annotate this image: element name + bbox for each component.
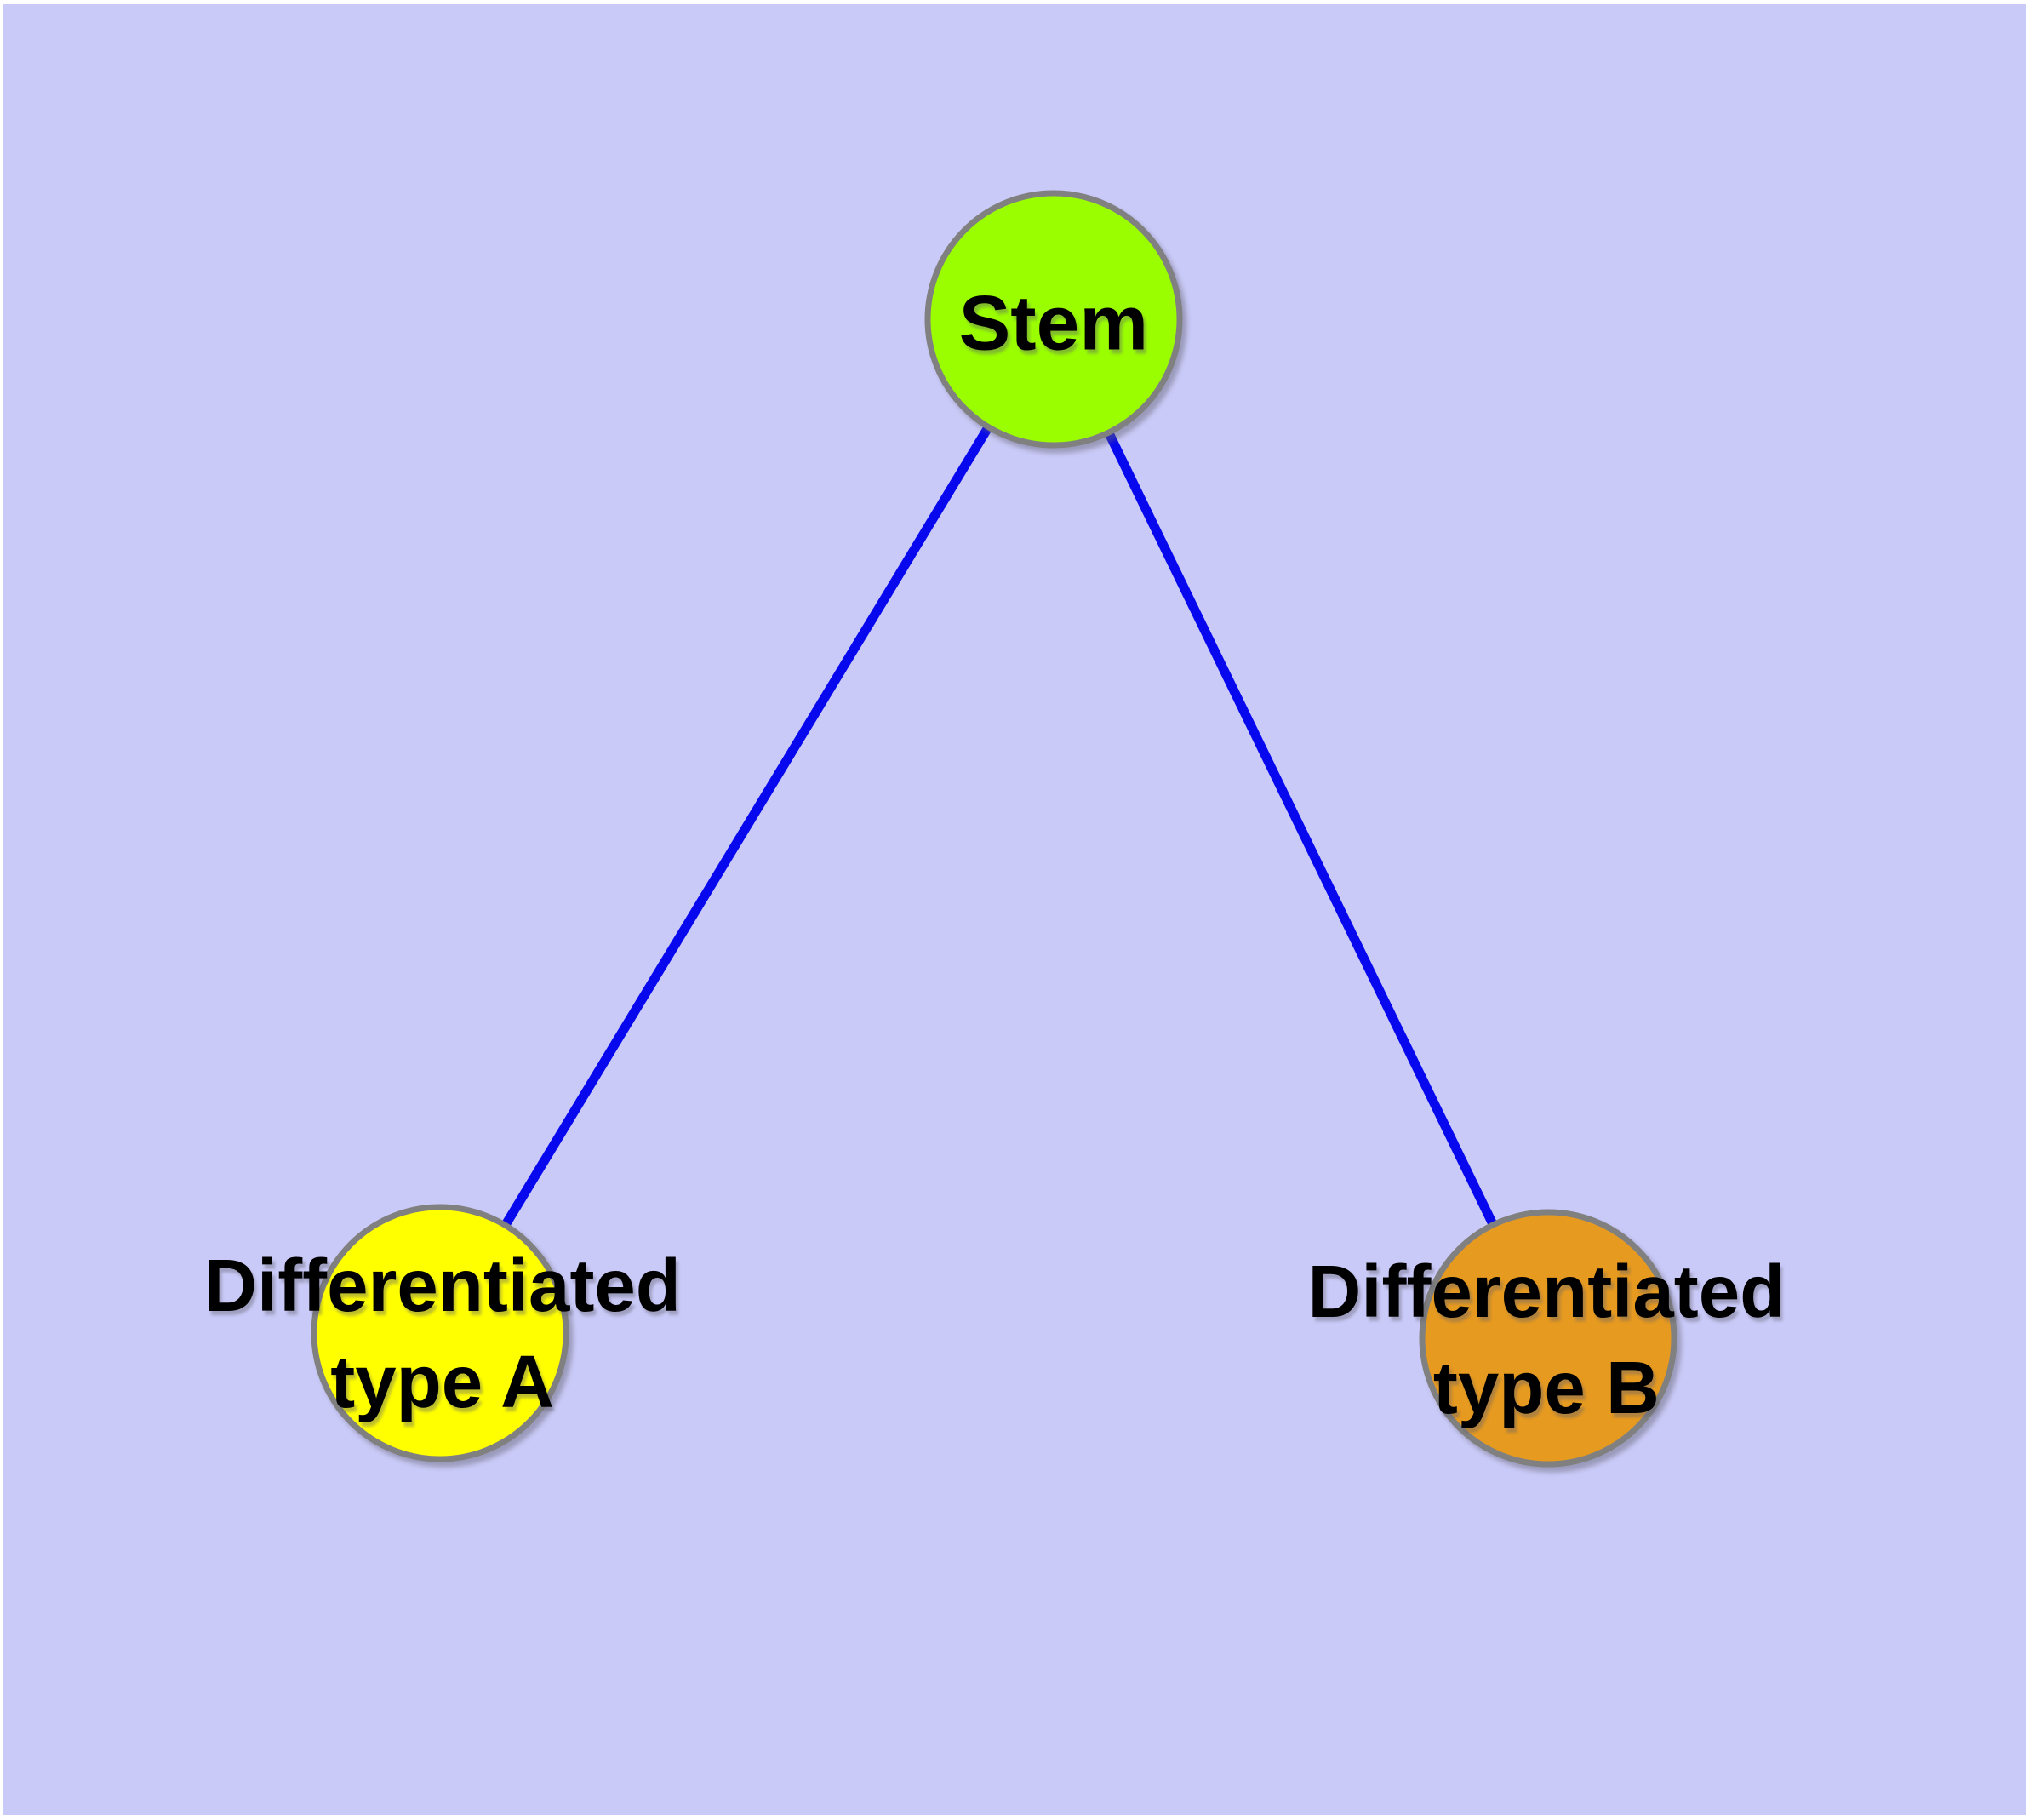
node-typeA-label-line2: type A: [330, 1341, 554, 1424]
node-stem-circle: [924, 190, 1183, 449]
graph-canvas: Stem Differentiated type A Differentiate…: [3, 4, 2026, 1815]
node-typeB-circle: [1419, 1209, 1677, 1468]
edge-stem-to-typeB: [1049, 317, 1552, 1341]
node-stem-label: Stem: [958, 280, 1149, 367]
node-typeB-label-line1: Differentiated: [1307, 1250, 1786, 1333]
node-typeA-label: Differentiated type A: [203, 1238, 681, 1430]
node-typeA-circle: [311, 1204, 569, 1462]
graph-svg: [311, 190, 1677, 1468]
node-typeB-label: Differentiated type B: [1308, 1244, 1786, 1436]
node-typeA-label-line1: Differentiated: [203, 1245, 681, 1328]
node-typeB-label-line2: type B: [1432, 1346, 1660, 1429]
edge-stem-to-typeA: [436, 317, 1058, 1336]
